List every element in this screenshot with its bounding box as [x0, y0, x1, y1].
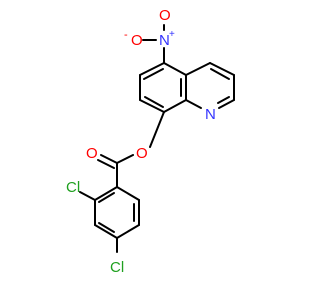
bond-c8-c8a	[163, 99, 187, 113]
bond-c8-o-ester	[149, 111, 165, 148]
bond-c7-c8-inner	[144, 96, 164, 108]
chlorine-para-label: Cl	[110, 259, 124, 276]
bond-c5-c6-inner	[143, 68, 164, 80]
ester-oxygen-label: O	[136, 145, 148, 162]
bond-c3-c4-inner	[98, 222, 115, 233]
bond-c4a-c5	[163, 62, 187, 76]
bond-c4a-c4	[185, 62, 211, 76]
bond-c4-c5	[116, 224, 140, 239]
bond-c1-c2-inner	[98, 192, 115, 203]
carbonyl-oxygen-label: O	[86, 145, 98, 162]
molecule-canvas: N + O O - N O O Cl Cl	[66, 7, 235, 276]
bond-c3-c4	[94, 224, 118, 239]
nitro-nitrogen-charge: +	[169, 29, 175, 40]
bond-c2-n1	[218, 99, 235, 109]
nitro-oxygen-left-charge: -	[124, 29, 128, 41]
bond-c1-c2	[94, 186, 118, 201]
bond-c4-c3	[209, 62, 235, 76]
bond-c6-c1	[116, 186, 140, 201]
atom-label-layer: N + O O - N O O Cl Cl	[66, 7, 216, 276]
bond-o-ester-c-carbonyl	[116, 154, 134, 164]
bond-c2-n1-inner	[217, 96, 230, 104]
nitro-oxygen-top-label: O	[159, 7, 171, 24]
bond-c2-cl	[79, 191, 96, 201]
bond-c7-c8	[139, 99, 165, 113]
chlorine-ortho-label: Cl	[66, 179, 80, 196]
nitro-oxygen-left-label: O	[131, 32, 143, 49]
bond-n1-c8a	[185, 99, 202, 109]
bond-c4-c3-inner	[210, 68, 230, 80]
bond-c-carbonyl-o-outer	[100, 154, 118, 164]
nitro-nitrogen-label: N	[159, 32, 170, 49]
molecule-structure: N + O O - N O O Cl Cl	[66, 7, 235, 276]
ring-nitrogen-label: N	[205, 106, 216, 123]
bond-c5-c6	[139, 62, 165, 76]
bond-c-carbonyl-o-inner	[97, 159, 115, 169]
bond-layer	[79, 24, 235, 253]
